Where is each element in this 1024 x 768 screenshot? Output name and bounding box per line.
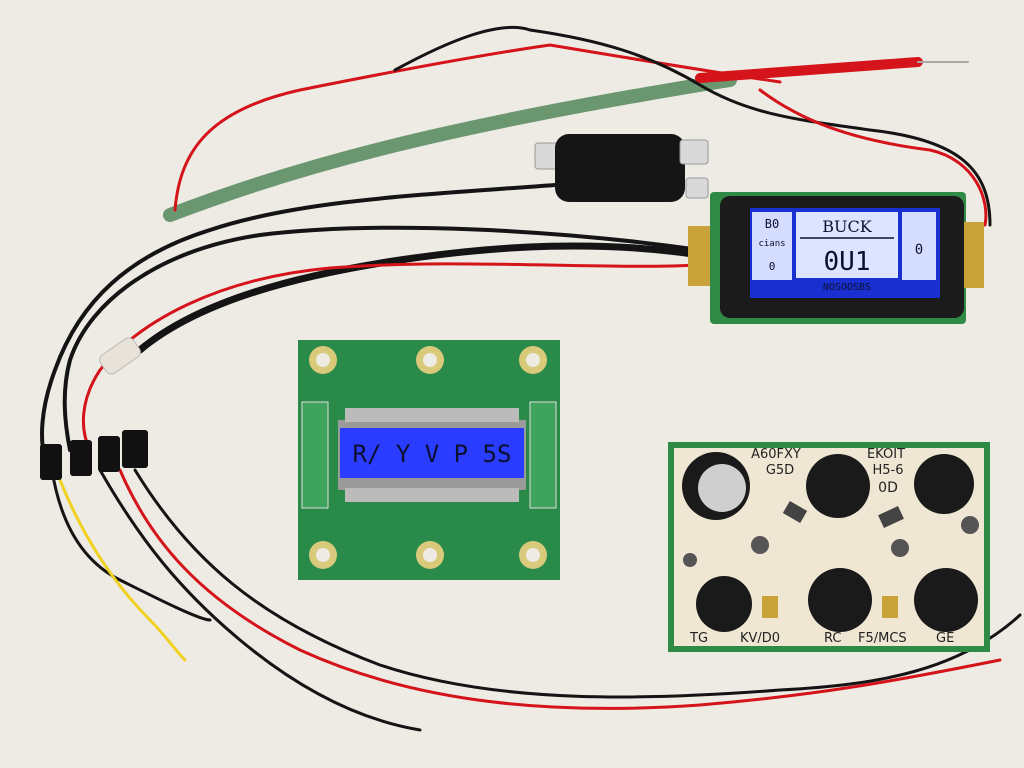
smd-cap [751,536,769,554]
inductor-2 [914,454,974,514]
lcd-screen [340,428,524,478]
buck-module: BUCK 0U1 B0 cians 0 0 NOSOOSBS [688,192,984,324]
fuse-body [555,134,685,202]
smd-gold [762,596,778,618]
inductor-4 [808,568,872,632]
smd-part [782,500,808,524]
power-label-top-right-small: 0D [878,480,898,496]
red-wire-right [758,88,988,227]
power-label-bottom-mid-right: F5/MCS [858,631,907,646]
buck-left-panel [752,212,792,280]
power-label-bottom-right: GE [936,631,954,646]
black-wire-bottom [133,468,1022,699]
wire-connectors [40,337,148,480]
heat-shrink-clear [99,337,141,375]
power-board: A60FXY G5D EKOIT H5-6 0D TG KV/D0 RC F5/… [668,442,990,652]
buck-title: BUCK [822,217,872,236]
buck-screen-inner [796,212,898,278]
lcd-header-right [529,401,557,509]
inductor-5 [914,568,978,632]
buck-center-value: 0U1 [824,247,871,277]
fuse-cap-right [679,139,709,165]
connector-3 [98,436,120,472]
black-wire-buck-1 [136,242,704,354]
buck-left-bottom: 0 [769,260,776,273]
smd-part [878,506,904,528]
buck-pins-right [964,222,984,288]
lcd-chip-pins-top [345,408,519,422]
power-label-bottom-mid-left: KV/D0 [740,631,780,646]
connector-4 [122,430,148,468]
black-wire-left [50,468,212,622]
red-wire-buck [81,262,702,452]
power-label-bottom-left: TG [689,631,708,646]
black-wire-buck-2 [62,225,702,452]
buck-footer: NOSOOSBS [823,282,871,293]
power-label-top-left: A60FXY [751,447,801,462]
smd-gold [882,596,898,618]
lcd-header-left [301,401,329,509]
buck-left-mid: cians [758,239,785,249]
green-ribbon-wire [163,73,737,222]
smd-cap [961,516,979,534]
red-wire-bottom [118,468,1002,710]
black-wire-top [393,25,992,227]
buck-right-panel [902,212,936,280]
power-label-bottom-mid: RC [824,631,841,646]
inductor-1 [806,454,870,518]
lcd-display-text: R/ Y V P 5S [353,440,512,468]
red-wire-top [173,43,782,212]
inductor-3 [696,576,752,632]
power-label-top-left-sub: G5D [766,463,794,478]
power-label-top-right: EKOIT [867,447,905,462]
fuse-holder [534,134,709,202]
lcd-chip-pins-bottom [345,488,519,502]
wires [40,25,1022,732]
red-wire-probe [695,57,923,83]
buck-right-value: 0 [915,242,923,258]
lcd-module: R/ Y V P 5S [298,340,560,580]
connector-2 [70,440,92,476]
buck-pins-left [688,226,710,286]
black-wire-bottom-2 [98,468,422,732]
fuse-black-wire [40,183,557,462]
smd-cap [891,539,909,557]
connector-1 [40,444,62,480]
fuse-cap-right-2 [685,177,709,199]
yellow-wire [58,478,187,662]
power-label-top-right-sub: H5-6 [872,463,903,478]
smd-cap [683,553,697,567]
buck-left-top: B0 [765,217,779,231]
